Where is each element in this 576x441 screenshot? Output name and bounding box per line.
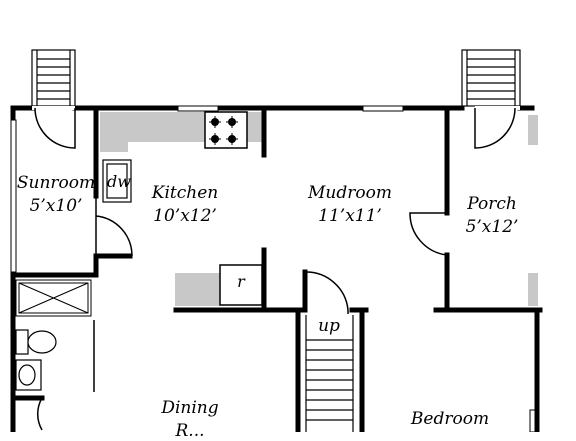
label-mudroom: Mudroom 11’x11’ <box>300 185 400 225</box>
dishwasher-label: dw <box>107 172 131 191</box>
stairs-up-label: up <box>318 316 340 336</box>
door-mudroom-porch <box>409 212 448 256</box>
door-porch-exterior <box>474 107 516 149</box>
label-kitchen: Kitchen 10’x12’ <box>140 185 230 225</box>
counters <box>100 112 538 306</box>
windows <box>10 105 536 432</box>
door-stair <box>304 271 349 314</box>
room-size-kitchen: 10’x12’ <box>153 206 217 226</box>
porch-side-rail-bottom <box>528 273 538 306</box>
refrigerator-label: r <box>237 272 245 291</box>
toilet <box>15 329 57 355</box>
kitchen-counter-range-side <box>247 112 262 142</box>
doors <box>32 106 520 431</box>
label-bedroom: Bedroom <box>395 411 505 428</box>
room-size-porch: 5’x12’ <box>465 217 519 237</box>
kitchen-sink <box>102 159 132 203</box>
room-name-sunroom: Sunroom <box>16 173 96 193</box>
label-porch: Porch 5’x12’ <box>452 196 532 236</box>
range <box>204 111 248 149</box>
room-name-kitchen: Kitchen <box>151 183 219 203</box>
steps-right <box>461 49 521 107</box>
door-bath <box>36 397 43 431</box>
label-sunroom: Sunroom 5’x10’ <box>14 175 98 215</box>
steps-left <box>31 49 76 107</box>
label-refrigerator: r <box>228 274 254 290</box>
label-dishwasher: dw <box>104 174 134 190</box>
room-name-bedroom: Bedroom <box>410 409 490 429</box>
shower <box>15 279 92 317</box>
stairs <box>305 315 354 432</box>
bath-sink <box>15 359 42 391</box>
room-size-mudroom: 11’x11’ <box>318 206 382 226</box>
label-dining: Dining R... <box>140 400 240 440</box>
kitchen-counter <box>100 112 205 152</box>
room-name-mudroom: Mudroom <box>308 183 392 203</box>
walls <box>10 105 543 432</box>
room-size-sunroom: 5’x10’ <box>29 196 83 216</box>
porch-side-rail-top <box>528 115 538 145</box>
room-name-porch: Porch <box>467 194 517 214</box>
door-sunroom-kitchen <box>95 196 133 257</box>
door-sunroom-exterior <box>34 107 76 149</box>
floor-plan <box>10 49 543 432</box>
kitchen-counter-lower <box>175 273 220 306</box>
label-stairs-up: up <box>310 318 348 335</box>
refrigerator <box>219 264 263 306</box>
room-name-dining: Dining <box>161 398 219 418</box>
